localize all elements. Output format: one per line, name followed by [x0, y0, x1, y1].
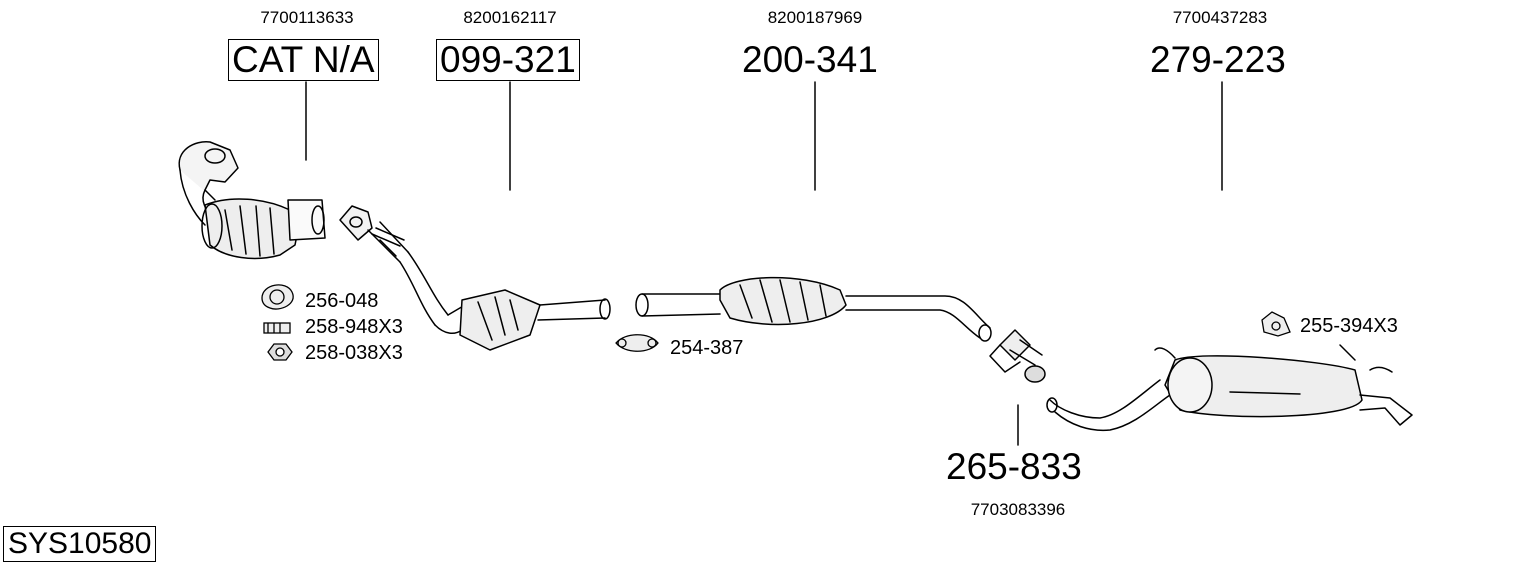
oem-number: 7700437283	[1172, 8, 1268, 27]
oem-number: 8200162117	[463, 8, 557, 27]
rear-silencer-part	[1046, 344, 1413, 432]
accessory-label: 254-387	[670, 337, 744, 359]
front-pipe-catalyst-part	[339, 205, 611, 351]
center-silencer-part	[635, 276, 992, 342]
part-number-099-321: 099-321	[436, 39, 580, 81]
part-number-279-223: 279-223	[1150, 39, 1286, 80]
accessory-label: 255-394X3	[1300, 315, 1398, 337]
oem-number: 7700113633	[260, 8, 354, 27]
system-code: SYS10580	[3, 526, 157, 562]
part-number-265-833: 265-833	[946, 446, 1082, 487]
bolt-icon	[263, 322, 291, 334]
gasket-icon	[261, 284, 294, 310]
part-number-200-341: 200-341	[742, 39, 878, 80]
clamp-icon	[615, 334, 659, 352]
accessory-label: 256-048	[305, 290, 379, 312]
oem-number: 8200187969	[767, 8, 863, 27]
accessory-label: 258-948X3	[305, 316, 403, 338]
nut-icon	[267, 343, 293, 361]
rubber-mount-icon	[1261, 311, 1291, 337]
part-number-cat: CAT N/A	[228, 39, 379, 81]
oem-number: 7703083396	[970, 500, 1066, 519]
manifold-catalyst-part	[178, 141, 326, 260]
accessory-label: 258-038X3	[305, 342, 403, 364]
connector-part	[989, 329, 1046, 383]
